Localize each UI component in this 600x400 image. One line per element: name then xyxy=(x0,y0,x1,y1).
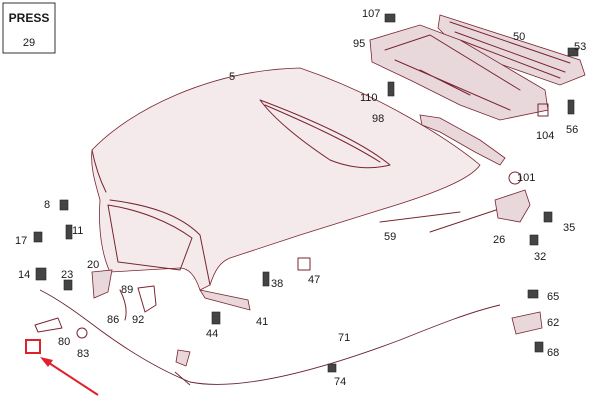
callout-14: 14 xyxy=(18,269,30,281)
callout-110: 110 xyxy=(360,92,378,104)
callout-35: 35 xyxy=(563,222,575,234)
callout-8: 8 xyxy=(44,199,50,211)
press-box-number: 29 xyxy=(23,37,35,49)
hood-hinge xyxy=(494,189,531,223)
callout-labels: 5 8 11 14 17 20 23 26 32 35 38 41 44 47 … xyxy=(15,8,586,388)
hood-panel xyxy=(91,67,481,291)
latch-62 xyxy=(511,311,543,335)
highlight-arrow xyxy=(40,357,99,396)
callout-107: 107 xyxy=(362,8,380,20)
cable-handle xyxy=(175,349,191,367)
callout-44: 44 xyxy=(206,328,218,340)
callout-92: 92 xyxy=(132,314,144,326)
callout-71: 71 xyxy=(338,332,350,344)
callout-80: 80 xyxy=(58,336,70,348)
callout-32: 32 xyxy=(534,251,546,263)
callout-20: 20 xyxy=(87,259,99,271)
callout-5: 5 xyxy=(229,71,235,83)
callout-59: 59 xyxy=(384,231,396,243)
callout-83: 83 xyxy=(77,348,89,360)
callout-50: 50 xyxy=(513,31,525,43)
press-box: PRESS 29 xyxy=(2,2,56,54)
seal-strip xyxy=(419,114,506,166)
release-cable xyxy=(39,289,501,385)
callout-47: 47 xyxy=(308,274,320,286)
callout-11: 11 xyxy=(72,225,83,237)
fasteners xyxy=(33,13,579,373)
callout-53: 53 xyxy=(574,41,586,53)
callout-101: 101 xyxy=(517,172,535,184)
callout-41: 41 xyxy=(256,316,268,328)
press-box-label: PRESS xyxy=(9,11,50,25)
highlight-box xyxy=(25,339,41,354)
callout-68: 68 xyxy=(547,347,559,359)
callout-74: 74 xyxy=(334,376,346,388)
callout-65: 65 xyxy=(547,291,559,303)
bolt-101 xyxy=(508,171,522,185)
callout-89: 89 xyxy=(121,284,133,296)
callout-98: 98 xyxy=(372,113,384,125)
callout-56: 56 xyxy=(566,124,578,136)
callout-26: 26 xyxy=(493,234,505,246)
hood-latch-parts xyxy=(34,269,251,339)
callout-23: 23 xyxy=(61,269,73,281)
callout-17: 17 xyxy=(15,235,27,247)
callout-62: 62 xyxy=(547,317,559,329)
gas-strut xyxy=(379,206,506,233)
cowl-assembly xyxy=(369,14,586,121)
callout-86: 86 xyxy=(107,314,119,326)
callout-38: 38 xyxy=(271,278,283,290)
callout-104: 104 xyxy=(536,130,554,142)
callout-95: 95 xyxy=(353,38,365,50)
